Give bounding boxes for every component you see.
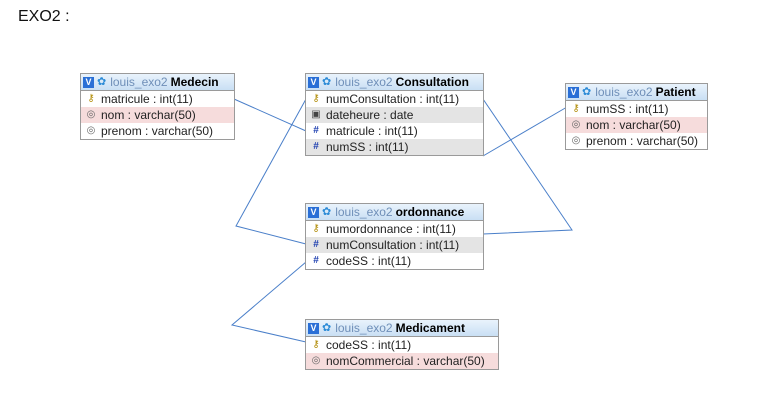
text-field-icon: ◎ — [571, 135, 581, 146]
column-row: ◎ nomCommercial : varchar(50) — [306, 353, 498, 369]
key-icon: ⚷ — [87, 93, 95, 104]
table-medicament[interactable]: V ✿ louis_exo2 Medicament ⚷ codeSS : int… — [305, 319, 499, 370]
hash-icon: # — [313, 255, 319, 266]
table-name: ordonnance — [395, 205, 465, 219]
collapse-toggle-icon[interactable]: V — [308, 76, 319, 88]
gear-icon[interactable]: ✿ — [322, 206, 332, 218]
column-label: nom : varchar(50) — [586, 118, 681, 132]
calendar-icon: ▣ — [311, 109, 321, 120]
column-label: numConsultation : int(11) — [326, 92, 460, 106]
table-name: Patient — [655, 85, 696, 99]
column-row: # numConsultation : int(11) — [306, 237, 483, 253]
relation-line-ordonnance-medicament — [230, 261, 307, 343]
database-name: louis_exo2 — [110, 75, 168, 89]
column-label: matricule : int(11) — [101, 92, 193, 106]
table-ordonnance[interactable]: V ✿ louis_exo2 ordonnance ⚷ numordonnanc… — [305, 203, 484, 270]
column-label: prenom : varchar(50) — [586, 134, 699, 148]
column-label: numConsultation : int(11) — [326, 238, 460, 252]
column-label: numordonnance : int(11) — [326, 222, 456, 236]
gear-icon[interactable]: ✿ — [322, 76, 332, 88]
database-name: louis_exo2 — [335, 205, 393, 219]
key-icon: ⚷ — [312, 339, 320, 350]
key-icon: ⚷ — [312, 223, 320, 234]
column-label: codeSS : int(11) — [326, 338, 412, 352]
column-row: ▣ dateheure : date — [306, 107, 483, 123]
text-field-icon: ◎ — [571, 119, 581, 130]
relation-line-consultation-ordonnance-right — [482, 98, 573, 235]
table-header[interactable]: V ✿ louis_exo2 Consultation — [306, 74, 483, 91]
key-icon: ⚷ — [572, 103, 580, 114]
collapse-toggle-icon[interactable]: V — [83, 76, 94, 88]
table-header[interactable]: V ✿ louis_exo2 Medicament — [306, 320, 498, 337]
collapse-toggle-icon[interactable]: V — [308, 206, 319, 218]
database-name: louis_exo2 — [335, 75, 393, 89]
text-field-icon: ◎ — [311, 355, 321, 366]
table-name: Consultation — [395, 75, 469, 89]
hash-icon: # — [313, 141, 319, 152]
column-row: ⚷ numConsultation : int(11) — [306, 91, 483, 107]
column-label: codeSS : int(11) — [326, 254, 412, 268]
column-row: ◎ nom : varchar(50) — [81, 107, 234, 123]
column-row: ◎ prenom : varchar(50) — [81, 123, 234, 139]
table-name: Medecin — [170, 75, 219, 89]
column-row: # codeSS : int(11) — [306, 253, 483, 269]
table-header[interactable]: V ✿ louis_exo2 Patient — [566, 84, 707, 101]
column-label: prenom : varchar(50) — [101, 124, 214, 138]
collapse-toggle-icon[interactable]: V — [308, 322, 319, 334]
column-row: # matricule : int(11) — [306, 123, 483, 139]
column-row: ◎ nom : varchar(50) — [566, 117, 707, 133]
gear-icon[interactable]: ✿ — [97, 76, 107, 88]
relation-line-medecin-consultation — [233, 98, 307, 132]
gear-icon[interactable]: ✿ — [582, 86, 592, 98]
collapse-toggle-icon[interactable]: V — [568, 86, 579, 98]
database-name: louis_exo2 — [595, 85, 653, 99]
relation-line-consultation-ordonnance-left — [235, 98, 307, 245]
database-name: louis_exo2 — [335, 321, 393, 335]
column-row: ⚷ numSS : int(11) — [566, 101, 707, 117]
column-row: ◎ prenom : varchar(50) — [566, 133, 707, 149]
table-consultation[interactable]: V ✿ louis_exo2 Consultation ⚷ numConsult… — [305, 73, 484, 156]
table-medecin[interactable]: V ✿ louis_exo2 Medecin ⚷ matricule : int… — [80, 73, 235, 140]
table-header[interactable]: V ✿ louis_exo2 Medecin — [81, 74, 234, 91]
relation-line-consultation-patient — [482, 106, 568, 157]
text-field-icon: ◎ — [86, 125, 96, 136]
column-label: dateheure : date — [326, 108, 414, 122]
column-label: numSS : int(11) — [586, 102, 669, 116]
column-label: nomCommercial : varchar(50) — [326, 354, 485, 368]
table-name: Medicament — [395, 321, 465, 335]
column-label: nom : varchar(50) — [101, 108, 196, 122]
column-row: # numSS : int(11) — [306, 139, 483, 155]
gear-icon[interactable]: ✿ — [322, 322, 332, 334]
page-title: EXO2 : — [18, 8, 70, 25]
column-label: numSS : int(11) — [326, 140, 409, 154]
hash-icon: # — [313, 239, 319, 250]
column-label: matricule : int(11) — [326, 124, 418, 138]
hash-icon: # — [313, 125, 319, 136]
table-patient[interactable]: V ✿ louis_exo2 Patient ⚷ numSS : int(11)… — [565, 83, 708, 150]
text-field-icon: ◎ — [86, 109, 96, 120]
column-row: ⚷ codeSS : int(11) — [306, 337, 498, 353]
column-row: ⚷ numordonnance : int(11) — [306, 221, 483, 237]
column-row: ⚷ matricule : int(11) — [81, 91, 234, 107]
key-icon: ⚷ — [312, 93, 320, 104]
table-header[interactable]: V ✿ louis_exo2 ordonnance — [306, 204, 483, 221]
